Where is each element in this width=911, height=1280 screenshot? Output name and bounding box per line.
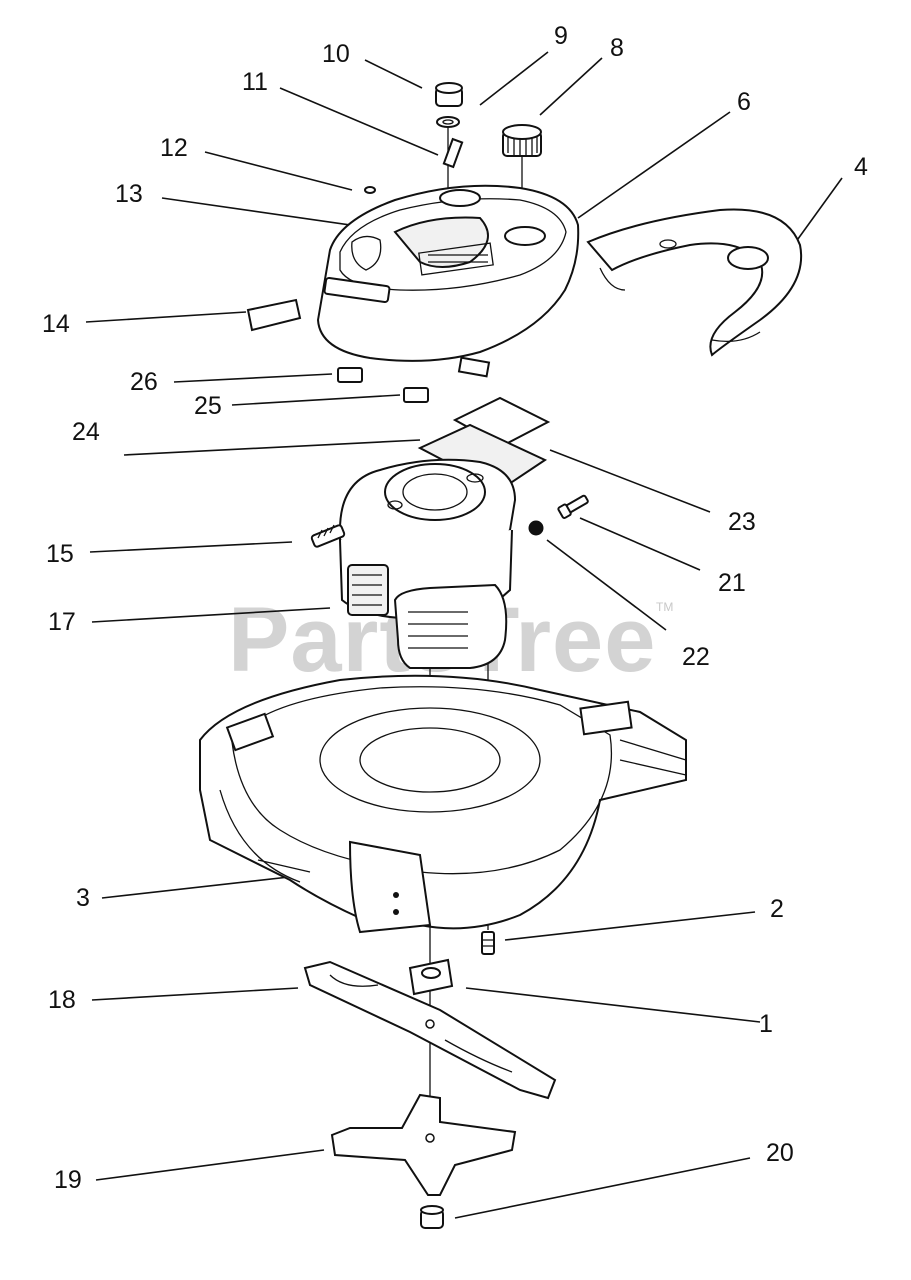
callout-14: 14 <box>42 310 70 338</box>
callout-4: 4 <box>854 153 868 181</box>
callout-11: 11 <box>242 68 268 96</box>
callout-15: 15 <box>46 540 74 568</box>
part-14-decal <box>246 298 302 332</box>
part-19-blade-adapter <box>330 1093 517 1196</box>
part-11-washer <box>436 116 460 128</box>
callout-1: 1 <box>759 1010 773 1038</box>
part-26-block <box>337 367 363 383</box>
part-15-spark-plug <box>310 524 346 548</box>
leader-lines <box>85 51 843 1219</box>
part-9-rod <box>442 137 464 169</box>
callout-3: 3 <box>76 884 90 912</box>
shroud-feet <box>457 356 491 378</box>
callout-24: 24 <box>72 418 100 446</box>
callout-25: 25 <box>194 392 222 420</box>
part-3-deck <box>199 674 687 934</box>
part-20-nut <box>420 1205 444 1229</box>
part-22-nut <box>528 520 544 536</box>
callout-10: 10 <box>322 40 350 68</box>
part-12-screw <box>364 186 376 194</box>
callout-26: 26 <box>130 368 158 396</box>
part-21-bolt <box>557 494 589 519</box>
callout-19: 19 <box>54 1166 82 1194</box>
callout-21: 21 <box>718 569 746 597</box>
part-6-shroud <box>316 184 580 362</box>
callout-9: 9 <box>554 22 568 50</box>
callout-23: 23 <box>728 508 756 536</box>
part-10-cap <box>435 82 463 107</box>
callout-17: 17 <box>48 608 76 636</box>
part-18-blade <box>303 960 557 1100</box>
callout-12: 12 <box>160 134 188 162</box>
callout-8: 8 <box>610 34 624 62</box>
part-1-adapter <box>408 958 454 996</box>
callout-6: 6 <box>737 88 751 116</box>
part-2-screw <box>481 931 495 955</box>
watermark-trademark: TM <box>656 600 674 614</box>
part-17-engine <box>339 458 517 669</box>
part-25-block <box>403 387 429 403</box>
callout-18: 18 <box>48 986 76 1014</box>
callout-20: 20 <box>766 1139 794 1167</box>
callout-22: 22 <box>682 643 710 671</box>
callout-13: 13 <box>115 180 143 208</box>
part-8-fuel-cap <box>502 124 542 157</box>
callout-2: 2 <box>770 895 784 923</box>
part-4-rear-guard <box>586 208 803 357</box>
